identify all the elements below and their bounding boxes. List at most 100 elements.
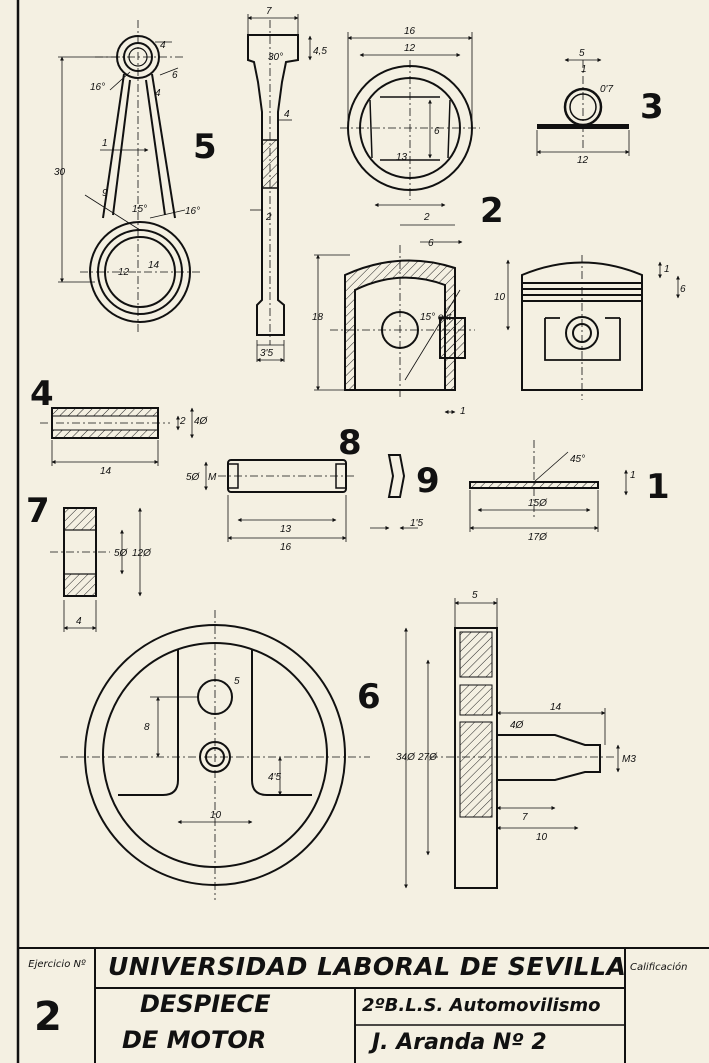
dim-rod-4a: 4 xyxy=(160,40,166,51)
piston-front-dims xyxy=(506,259,680,331)
dim-g1-15: 15Ø xyxy=(528,498,548,509)
dim-fw-5: 5 xyxy=(234,676,240,687)
dim-gp-16: 16 xyxy=(280,542,292,553)
university-name: UNIVERSIDAD LABORAL DE SEVILLA xyxy=(108,952,627,981)
dim-gp-m: M xyxy=(208,472,217,483)
part-number-5: 5 xyxy=(193,127,217,167)
dim-fw-45: 4'5 xyxy=(268,772,281,783)
part-number-4: 4 xyxy=(30,374,54,414)
dim-pt-12: 12 xyxy=(404,43,416,54)
dim-side-35: 3'5 xyxy=(260,348,273,359)
part-number-2: 2 xyxy=(480,191,504,231)
dim-ring-5: 5 xyxy=(579,48,585,59)
dim-fs-4: 4Ø xyxy=(510,720,525,731)
part-number-6: 6 xyxy=(357,677,381,717)
dim-g1-45: 45° xyxy=(570,454,585,465)
part-number-9: 9 xyxy=(416,461,440,501)
dim-fw-10: 10 xyxy=(210,810,222,821)
clip-part-9 xyxy=(387,454,406,498)
piston-pin xyxy=(40,407,170,439)
piston-front xyxy=(521,255,643,400)
dim-fs-14: 14 xyxy=(550,702,562,713)
dim-fs-m3: M3 xyxy=(622,754,636,765)
dim-rod-9: 9 xyxy=(102,188,108,199)
part-number-8: 8 xyxy=(338,423,362,463)
dim-gp-13: 13 xyxy=(280,524,292,535)
dim-rod-4b: 4 xyxy=(155,88,161,99)
dim-pin-2: 2 xyxy=(179,416,186,427)
ejercicio-label: Ejercicio Nº xyxy=(28,959,86,970)
dim-rod-16b: 16° xyxy=(185,206,200,217)
flywheel-dims xyxy=(150,696,282,824)
bolt-part-8 xyxy=(218,459,356,493)
part-number-3: 3 xyxy=(640,87,664,127)
dim-pin-4: 4Ø xyxy=(194,416,209,427)
pin-dims xyxy=(51,407,194,466)
course-name: 2ºB.L.S. Automovilismo xyxy=(362,995,601,1016)
rod-side-dims xyxy=(247,14,312,362)
dim-b7-5: 5Ø xyxy=(114,548,129,559)
bushing-part-7 xyxy=(50,507,110,597)
calificacion-label: Calificación xyxy=(630,962,688,973)
dim-ring-1: 1 xyxy=(581,64,587,75)
connecting-rod-side xyxy=(247,20,299,345)
piston-ring xyxy=(537,60,629,150)
dim-b7-4: 4 xyxy=(76,616,82,627)
dim-rod-6: 6 xyxy=(172,70,178,81)
gasket-dims xyxy=(469,451,628,532)
dim-fs-34: 34Ø xyxy=(396,752,416,763)
part-number-labels: 5 2 3 4 8 9 1 7 6 xyxy=(26,87,670,717)
dim-gp-5: 5Ø xyxy=(186,472,201,483)
piston-top-dims xyxy=(347,32,473,207)
dim-g1-1: 1 xyxy=(630,470,636,481)
dim-pf-10: 10 xyxy=(494,292,506,303)
dim-rod-30: 30 xyxy=(54,167,66,178)
dim-fs-27: 27Ø xyxy=(417,752,438,763)
part-number-1: 1 xyxy=(646,467,670,507)
dim-side-45: 4,5 xyxy=(313,46,327,57)
dim-side-4: 4 xyxy=(284,109,290,120)
dim-b7-12: 12Ø xyxy=(132,548,152,559)
dim-rod-top-angle: 16° xyxy=(90,82,105,93)
title-block-grid xyxy=(94,948,626,1063)
subject-line-1: DESPIECE xyxy=(140,990,271,1018)
dim-pin-14: 14 xyxy=(100,466,112,477)
flywheel-section-dims xyxy=(404,598,620,889)
dim-side-2: 2 xyxy=(265,212,272,223)
dim-ps-2: 2 xyxy=(423,212,430,223)
dim-ring-12: 12 xyxy=(577,155,589,166)
dim-fs-10: 10 xyxy=(536,832,548,843)
flywheel-front xyxy=(60,610,370,900)
dim-g1-17: 17Ø xyxy=(528,532,548,543)
flywheel-section xyxy=(430,627,615,889)
dim-pt-13: 13 xyxy=(396,152,408,163)
connecting-rod-dims xyxy=(58,41,186,283)
author-name: J. Aranda Nº 2 xyxy=(372,1030,547,1055)
dim-fs-5: 5 xyxy=(472,590,478,601)
ejercicio-number: 2 xyxy=(34,994,62,1040)
dimension-labels: 16° 4 6 4 30 1 9 15° 16° 12 14 7 30° 4,5… xyxy=(54,6,686,843)
dim-rod-12: 12 xyxy=(118,267,130,278)
part-number-7: 7 xyxy=(26,491,50,531)
piston-section xyxy=(330,245,475,400)
dim-pt-6: 6 xyxy=(434,126,440,137)
bolt-dims xyxy=(204,461,347,542)
sheet-border xyxy=(16,0,709,1063)
dim-pt-16: 16 xyxy=(404,26,416,37)
dim-ps-18: 18 xyxy=(312,312,324,323)
piston-top-view xyxy=(340,60,480,200)
piston-section-dims xyxy=(314,224,463,414)
subject-line-2: DE MOTOR xyxy=(122,1026,267,1054)
dim-side-7: 7 xyxy=(266,6,272,17)
connecting-rod-front xyxy=(80,20,200,335)
dim-pf-6: 6 xyxy=(680,284,686,295)
dim-rod-1: 1 xyxy=(102,138,108,149)
dim-ring-07: 0'7 xyxy=(600,84,613,95)
dim-ps-15: 15° ext xyxy=(420,312,452,323)
dim-fw-8: 8 xyxy=(144,722,150,733)
dim-c9-15: 1'5 xyxy=(410,518,423,529)
ring-dims xyxy=(536,58,630,156)
dim-side-30: 30° xyxy=(268,52,283,63)
